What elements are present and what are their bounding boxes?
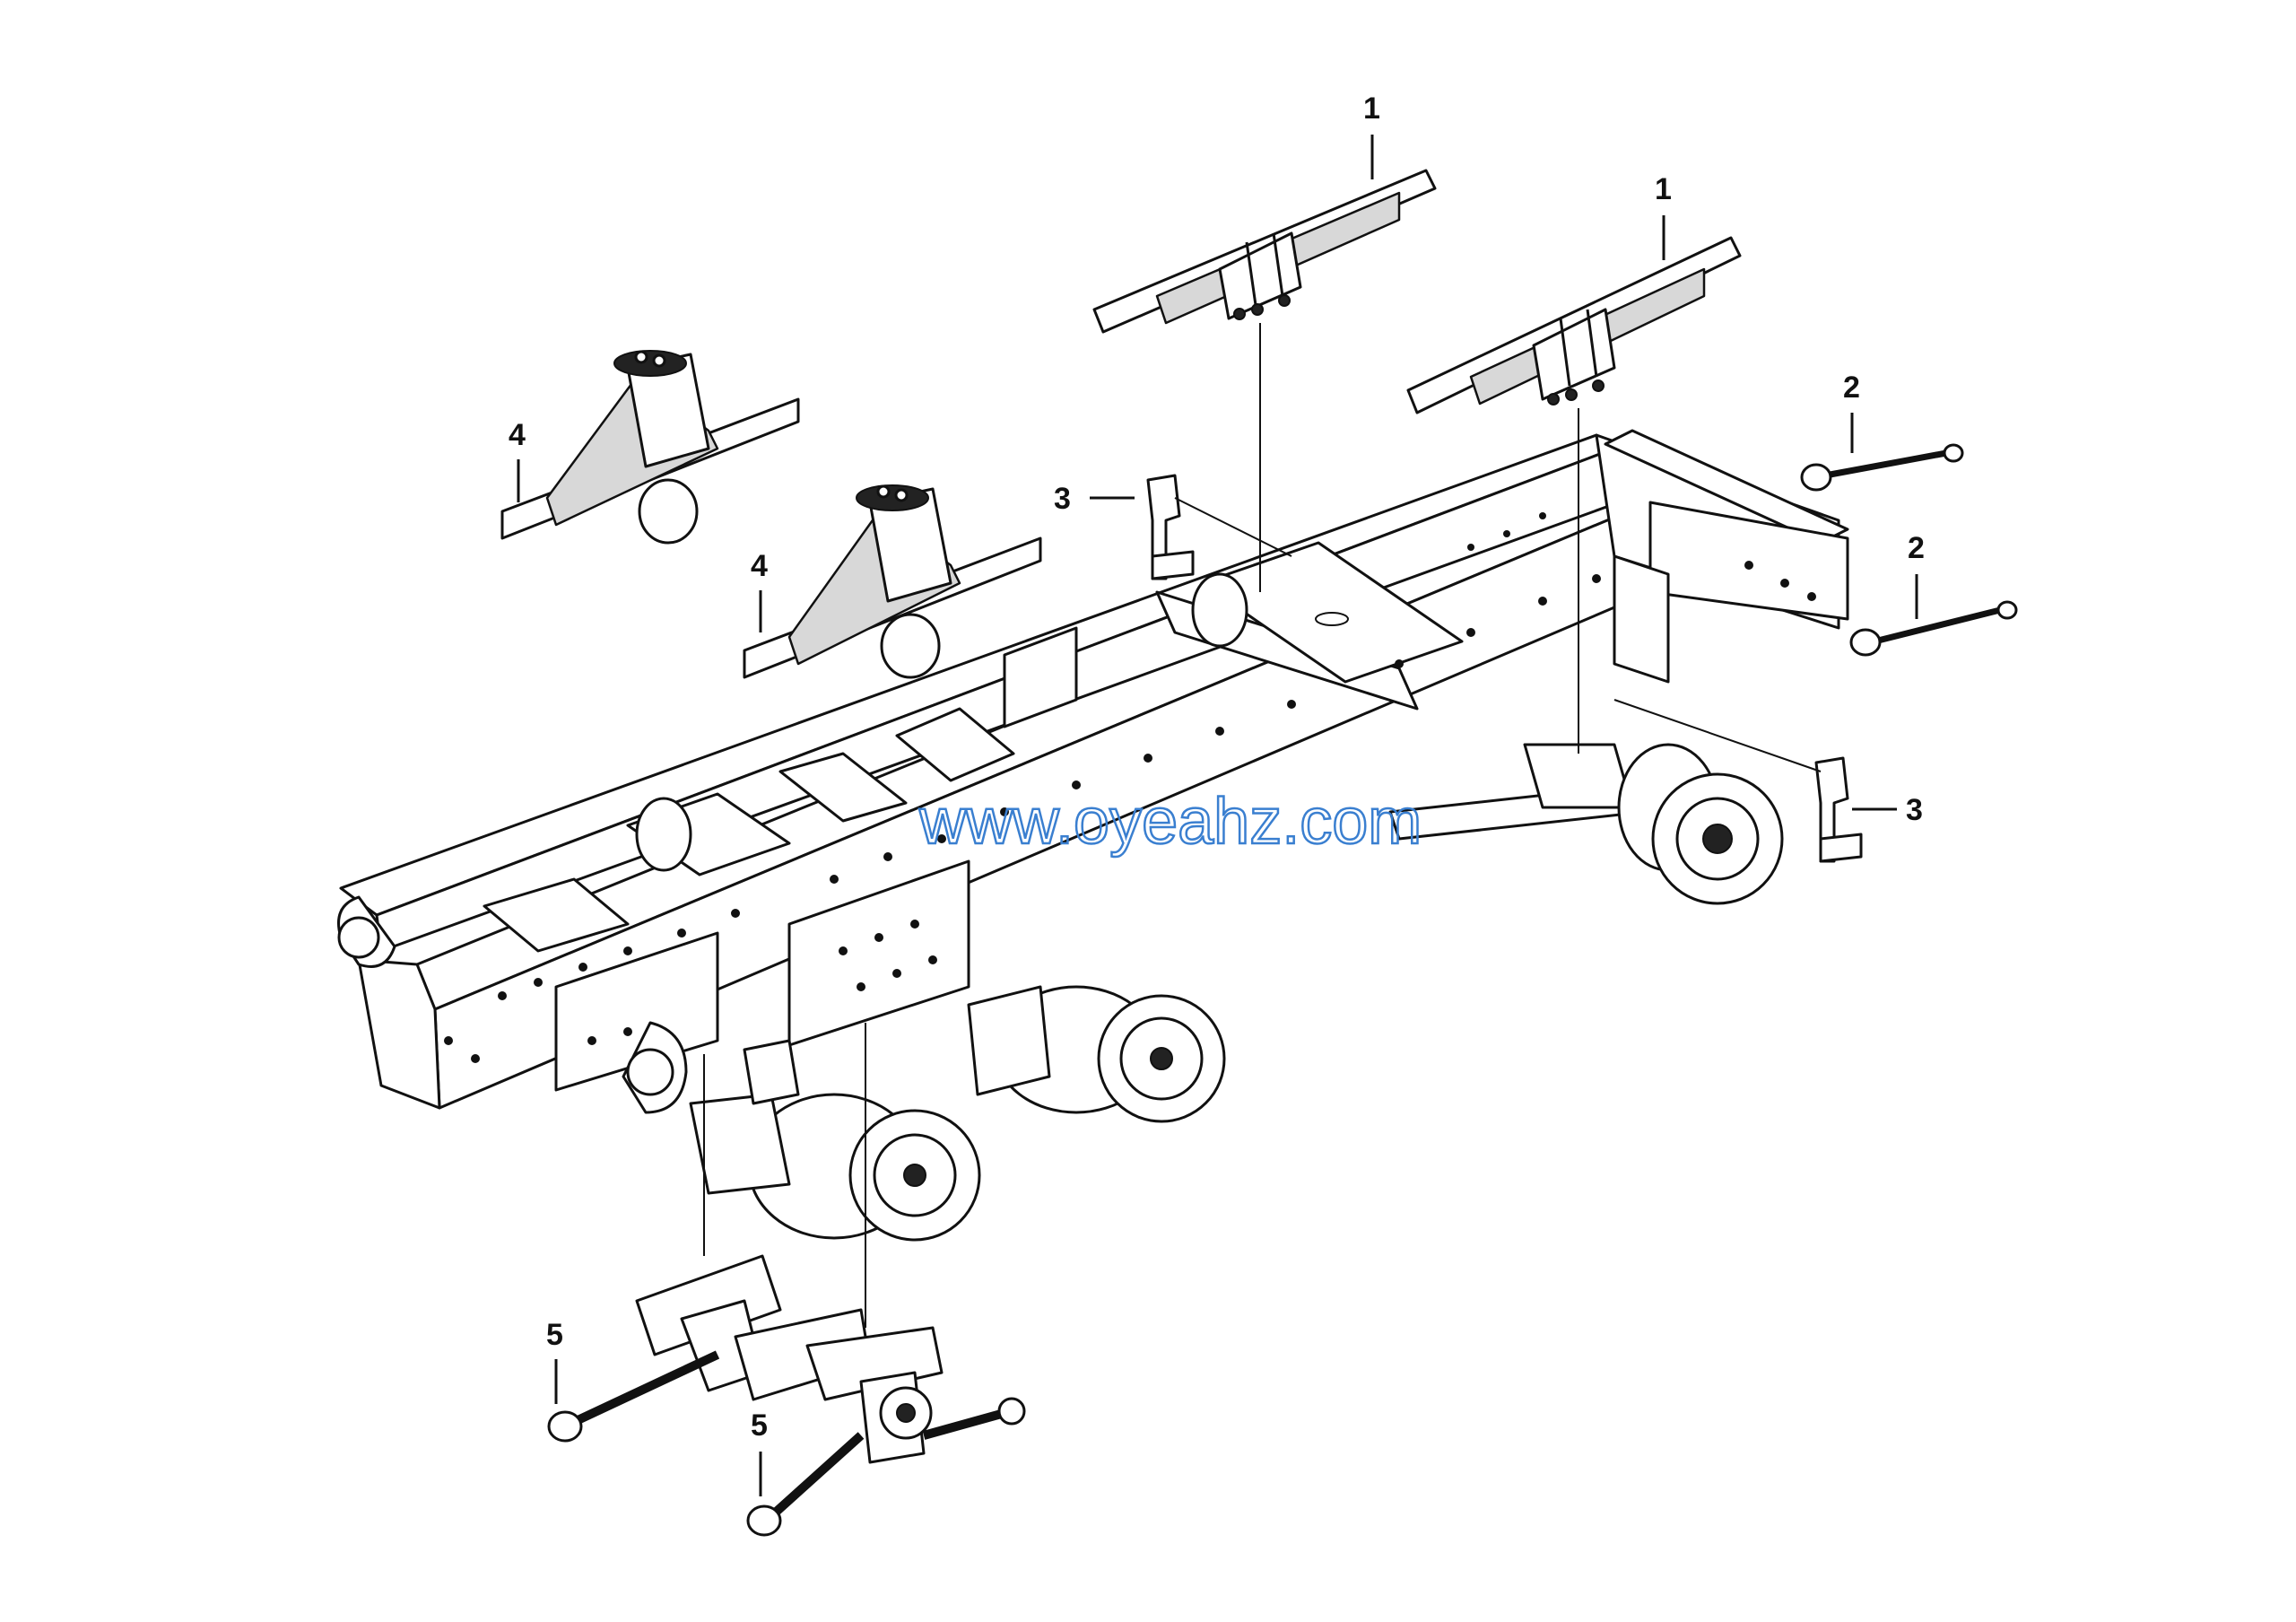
- callout-1-leaf-spring-a: 1: [1363, 92, 1380, 126]
- chassis-frame: [337, 429, 1849, 1114]
- callout-3-bracket-a: 3: [1054, 482, 1071, 516]
- balance-spring-a: [500, 350, 800, 545]
- callout-2-torque-rod-a: 2: [1843, 371, 1860, 405]
- reaction-rod-b: [746, 1397, 1026, 1537]
- front-steer-wheel: [635, 572, 1248, 872]
- reaction-rod-a: [547, 1350, 720, 1443]
- bracket-b: [1814, 756, 1863, 863]
- rear-axle: [1388, 743, 1784, 905]
- callout-5-reaction-rod-a: 5: [546, 1318, 563, 1352]
- watermark: www.oyeahz.com: [918, 786, 1422, 858]
- callout-4-balance-spring-a: 4: [509, 418, 526, 452]
- leaf-spring-a: [1092, 169, 1437, 334]
- leader-line: [1613, 699, 1822, 772]
- bracket-a: [1146, 474, 1195, 580]
- callout-2-torque-rod-b: 2: [1908, 531, 1925, 565]
- callout-leaders: [517, 135, 1918, 1496]
- trunnion-saddle: [635, 1254, 944, 1464]
- balance-spring-b: [743, 484, 1042, 679]
- middle-axle-hub: [967, 985, 1226, 1123]
- callout-3-bracket-b: 3: [1906, 793, 1923, 827]
- torque-rod-a: [1800, 443, 1964, 492]
- torque-rod-b: [1849, 600, 2018, 657]
- rail-bolt-holes: [444, 512, 1816, 1063]
- leaf-spring-b: [1406, 236, 1742, 414]
- leader-line: [1174, 497, 1292, 557]
- callout-4-balance-spring-b: 4: [751, 549, 768, 583]
- callout-5-reaction-rod-b: 5: [751, 1408, 768, 1443]
- callout-1-leaf-spring-b: 1: [1655, 172, 1672, 206]
- front-drive-axle-hub: [689, 1039, 981, 1242]
